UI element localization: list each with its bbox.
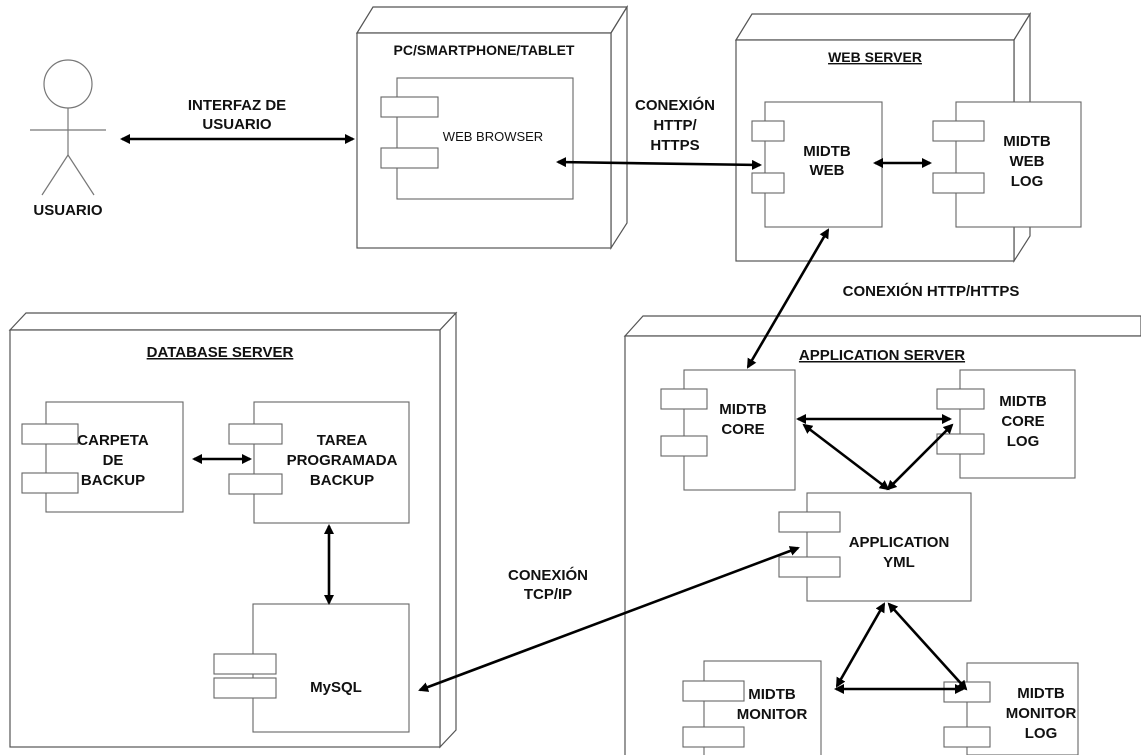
node-application-server-title: APPLICATION SERVER <box>799 347 965 364</box>
midtb-core-log-label-line: MIDTB <box>999 393 1047 410</box>
application-yml-label-line: YML <box>883 554 915 571</box>
user-actor: USUARIO <box>30 59 106 219</box>
midtb-web-log-label-line: WEB <box>1010 153 1045 170</box>
node-database-server-title: DATABASE SERVER <box>147 344 294 361</box>
mysql-label: MySQL <box>310 679 362 696</box>
midtb-monitor-log-label-line: LOG <box>1025 725 1058 742</box>
midtb-web-label-line: WEB <box>810 162 845 179</box>
arrow-mysql-yml <box>418 546 800 692</box>
label-interfaz-usuario: INTERFAZ DE USUARIO <box>188 97 286 133</box>
midtb-web-label-line: MIDTB <box>803 143 851 160</box>
midtb-web-log-label: MIDTB WEB LOG <box>1003 133 1051 190</box>
midtb-web-log-label-line: MIDTB <box>1003 133 1051 150</box>
midtb-core-log-label-line: CORE <box>1001 413 1044 430</box>
midtb-core-label-line: MIDTB <box>719 401 767 418</box>
arrow-corelog-yml <box>886 423 954 491</box>
midtb-core-label: MIDTB CORE <box>719 401 767 438</box>
label-conexion-tcp: CONEXIÓN TCP/IP <box>508 566 588 603</box>
midtb-core-log-label: MIDTB CORE LOG <box>999 393 1047 450</box>
carpeta-backup-label-line: BACKUP <box>81 472 145 489</box>
web-browser-label-line: WEB BROWSER <box>443 129 543 144</box>
midtb-monitor-log-label-line: MONITOR <box>1006 705 1077 722</box>
actor-label: USUARIO <box>33 202 103 219</box>
label-conexion-http-app-line: CONEXIÓN HTTP/HTTPS <box>843 282 1020 300</box>
application-yml-label-line: APPLICATION <box>849 534 950 551</box>
component-midtb-web-log: MIDTB WEB LOG <box>932 101 1082 228</box>
tarea-programada-label-line: BACKUP <box>310 472 374 489</box>
component-midtb-monitor-log: MIDTB MONITOR LOG <box>943 662 1079 755</box>
midtb-monitor-label-line: MIDTB <box>748 686 796 703</box>
arrow-web-core <box>746 228 830 369</box>
midtb-web-log-label-line: LOG <box>1011 173 1044 190</box>
component-midtb-core: MIDTB CORE <box>660 369 796 491</box>
component-midtb-monitor: MIDTB MONITOR <box>682 660 822 755</box>
mysql-label-line: MySQL <box>310 679 362 696</box>
node-web-server-title: WEB SERVER <box>828 49 922 65</box>
component-midtb-web: MIDTB WEB <box>751 101 883 228</box>
component-tarea-programada: TAREA PROGRAMADA BACKUP <box>228 401 410 524</box>
label-conexion-tcp-line: TCP/IP <box>524 586 572 603</box>
application-yml-label: APPLICATION YML <box>849 534 950 571</box>
carpeta-backup-label-line: CARPETA <box>77 432 149 449</box>
midtb-monitor-label-line: MONITOR <box>737 706 808 723</box>
label-conexion-http-client: CONEXIÓN HTTP/HTTPS <box>635 96 715 154</box>
midtb-monitor-log-label-line: MIDTB <box>1017 685 1065 702</box>
node-client-title: PC/SMARTPHONE/TABLET <box>394 42 575 58</box>
label-conexion-http-client-line: CONEXIÓN <box>635 96 715 114</box>
component-carpeta-backup: CARPETA DE BACKUP <box>21 401 184 513</box>
carpeta-backup-label-line: DE <box>103 452 124 469</box>
midtb-monitor-log-label: MIDTB MONITOR LOG <box>1006 685 1077 742</box>
midtb-web-label: MIDTB WEB <box>803 143 851 179</box>
arrow-core-yml <box>802 423 890 491</box>
component-web-browser: WEB BROWSER <box>380 77 574 200</box>
arrow-browser-web <box>556 157 762 170</box>
web-browser-label: WEB BROWSER <box>443 129 543 144</box>
tarea-programada-label-line: TAREA <box>317 432 368 449</box>
label-conexion-http-app: CONEXIÓN HTTP/HTTPS <box>843 282 1020 300</box>
arrow-yml-monitorlog <box>887 602 968 691</box>
label-interfaz-usuario-line: USUARIO <box>202 116 272 133</box>
midtb-core-label-line: CORE <box>721 421 764 438</box>
component-mysql: MySQL <box>213 603 410 733</box>
tarea-programada-label-line: PROGRAMADA <box>287 452 398 469</box>
arrow-yml-monitor <box>835 602 886 688</box>
component-application-yml: APPLICATION YML <box>778 492 972 602</box>
midtb-core-log-label-line: LOG <box>1007 433 1040 450</box>
label-interfaz-usuario-line: INTERFAZ DE <box>188 97 286 114</box>
label-conexion-tcp-line: CONEXIÓN <box>508 566 588 584</box>
tarea-programada-label: TAREA PROGRAMADA BACKUP <box>287 432 398 489</box>
carpeta-backup-label: CARPETA DE BACKUP <box>77 432 149 489</box>
label-conexion-http-client-line: HTTP/ <box>653 117 697 134</box>
label-conexion-http-client-line: HTTPS <box>650 137 699 154</box>
